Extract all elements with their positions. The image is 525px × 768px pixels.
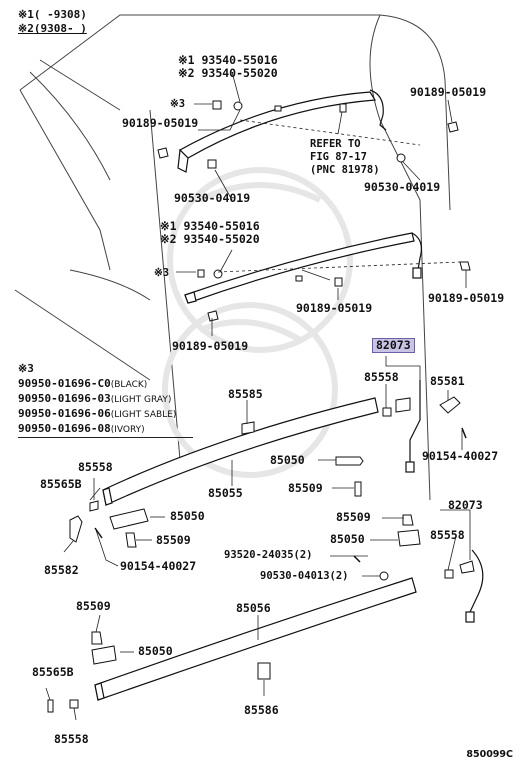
legend-divider [18, 437, 193, 438]
callout-85558-b[interactable]: 85558 [78, 460, 113, 474]
callout-mark3-a: ※3 [170, 98, 186, 110]
callout-85582[interactable]: 85582 [44, 563, 79, 577]
part-85056-strip [94, 577, 417, 701]
legend-row-1: 90950-01696-C0(BLACK) [18, 377, 147, 392]
legend-part-3[interactable]: 90950-01696-06 [18, 407, 111, 420]
small-clips [47, 100, 475, 713]
legend-row-2: 90950-01696-03(LIGHT GRAY) [18, 392, 171, 407]
wire-harness [405, 380, 484, 623]
refer-line-2[interactable]: FIG 87-17 [310, 151, 367, 163]
legend-color-1: (BLACK) [110, 380, 148, 390]
upper-weatherstrip [177, 89, 387, 173]
callout-90189-05019-d[interactable]: 90189-05019 [296, 301, 373, 315]
callout-85509-d[interactable]: 85509 [76, 599, 111, 613]
legend-row-3: 90950-01696-06(LIGHT SABLE) [18, 407, 176, 422]
callout-85585[interactable]: 85585 [228, 387, 263, 401]
callout-85558-a[interactable]: 85558 [364, 370, 399, 384]
note-mark-2: ※2 [18, 22, 34, 35]
legend-part-2[interactable]: 90950-01696-03 [18, 392, 111, 405]
callout-82073-b[interactable]: 82073 [448, 498, 483, 512]
figure-id: 850099C [466, 749, 513, 760]
legend-row-4: 90950-01696-08(IVORY) [18, 422, 145, 437]
watermark-logo [162, 167, 353, 478]
refer-line-1: REFER TO [310, 138, 361, 150]
legend-color-2: (LIGHT GRAY) [110, 395, 172, 405]
callout-85050-b[interactable]: 85050 [170, 509, 205, 523]
callout-82073-highlighted[interactable]: 82073 [372, 338, 415, 353]
note-text-1: ( -9308) [33, 8, 87, 21]
callout-90154-40027-a[interactable]: 90154-40027 [422, 449, 499, 463]
callout-85509-a[interactable]: 85509 [288, 481, 323, 495]
callout-85586[interactable]: 85586 [244, 703, 279, 717]
callout-85056[interactable]: 85056 [236, 601, 271, 615]
callout-85558-c[interactable]: 85558 [430, 528, 465, 542]
callout-85565b-a[interactable]: 85565B [40, 477, 82, 491]
callout-93540-55016-b[interactable]: ※1 93540-55016 [160, 219, 260, 233]
callout-93540-55016-a[interactable]: ※1 93540-55016 [178, 53, 278, 67]
callout-90189-05019-c[interactable]: 90189-05019 [428, 291, 505, 305]
part-85055-strip [102, 397, 379, 506]
legend-color-4: (IVORY) [110, 425, 145, 435]
note-mark-1: ※1 [18, 8, 34, 21]
callout-85509-b[interactable]: 85509 [156, 533, 191, 547]
callout-90530-04019-b[interactable]: 90530-04019 [174, 191, 251, 205]
leader-lines [45, 71, 471, 721]
callout-85565b-b[interactable]: 85565B [32, 665, 74, 679]
callout-85050-a[interactable]: 85050 [270, 453, 305, 467]
callout-mark3-b: ※3 [154, 267, 170, 279]
callout-85050-c[interactable]: 85050 [330, 532, 365, 546]
callout-90154-40027-b[interactable]: 90154-40027 [120, 559, 197, 573]
vehicle-body-outline [14, 14, 451, 501]
note-text-2: (9308- ) [33, 22, 87, 35]
legend-part-1[interactable]: 90950-01696-C0 [18, 377, 111, 390]
callout-90530-04013[interactable]: 90530-04013(2) [260, 570, 349, 582]
screws [94, 427, 467, 563]
callout-93520-24035[interactable]: 93520-24035(2) [224, 549, 313, 561]
callout-90189-05019-e[interactable]: 90189-05019 [172, 339, 249, 353]
refer-line-3[interactable]: (PNC 81978) [310, 164, 380, 176]
legend-part-4[interactable]: 90950-01696-08 [18, 422, 111, 435]
callout-85055[interactable]: 85055 [208, 486, 243, 500]
callout-90189-05019-b[interactable]: 90189-05019 [122, 116, 199, 130]
callout-85581[interactable]: 85581 [430, 374, 465, 388]
callout-93540-55020-b[interactable]: ※2 93540-55020 [160, 232, 260, 246]
note-range-2: ※2(9308- ) [18, 22, 87, 35]
callout-90530-04019-a[interactable]: 90530-04019 [364, 180, 441, 194]
note-range-1: ※1( -9308) [18, 8, 87, 21]
legend-mark: ※3 [18, 362, 34, 375]
legend-color-3: (LIGHT SABLE) [110, 410, 177, 420]
callout-85050-d[interactable]: 85050 [138, 644, 173, 658]
callout-85558-d[interactable]: 85558 [54, 732, 89, 746]
callout-93540-55020-a[interactable]: ※2 93540-55020 [178, 66, 278, 80]
callout-85509-c[interactable]: 85509 [336, 510, 371, 524]
callout-90189-05019-a[interactable]: 90189-05019 [410, 85, 487, 99]
